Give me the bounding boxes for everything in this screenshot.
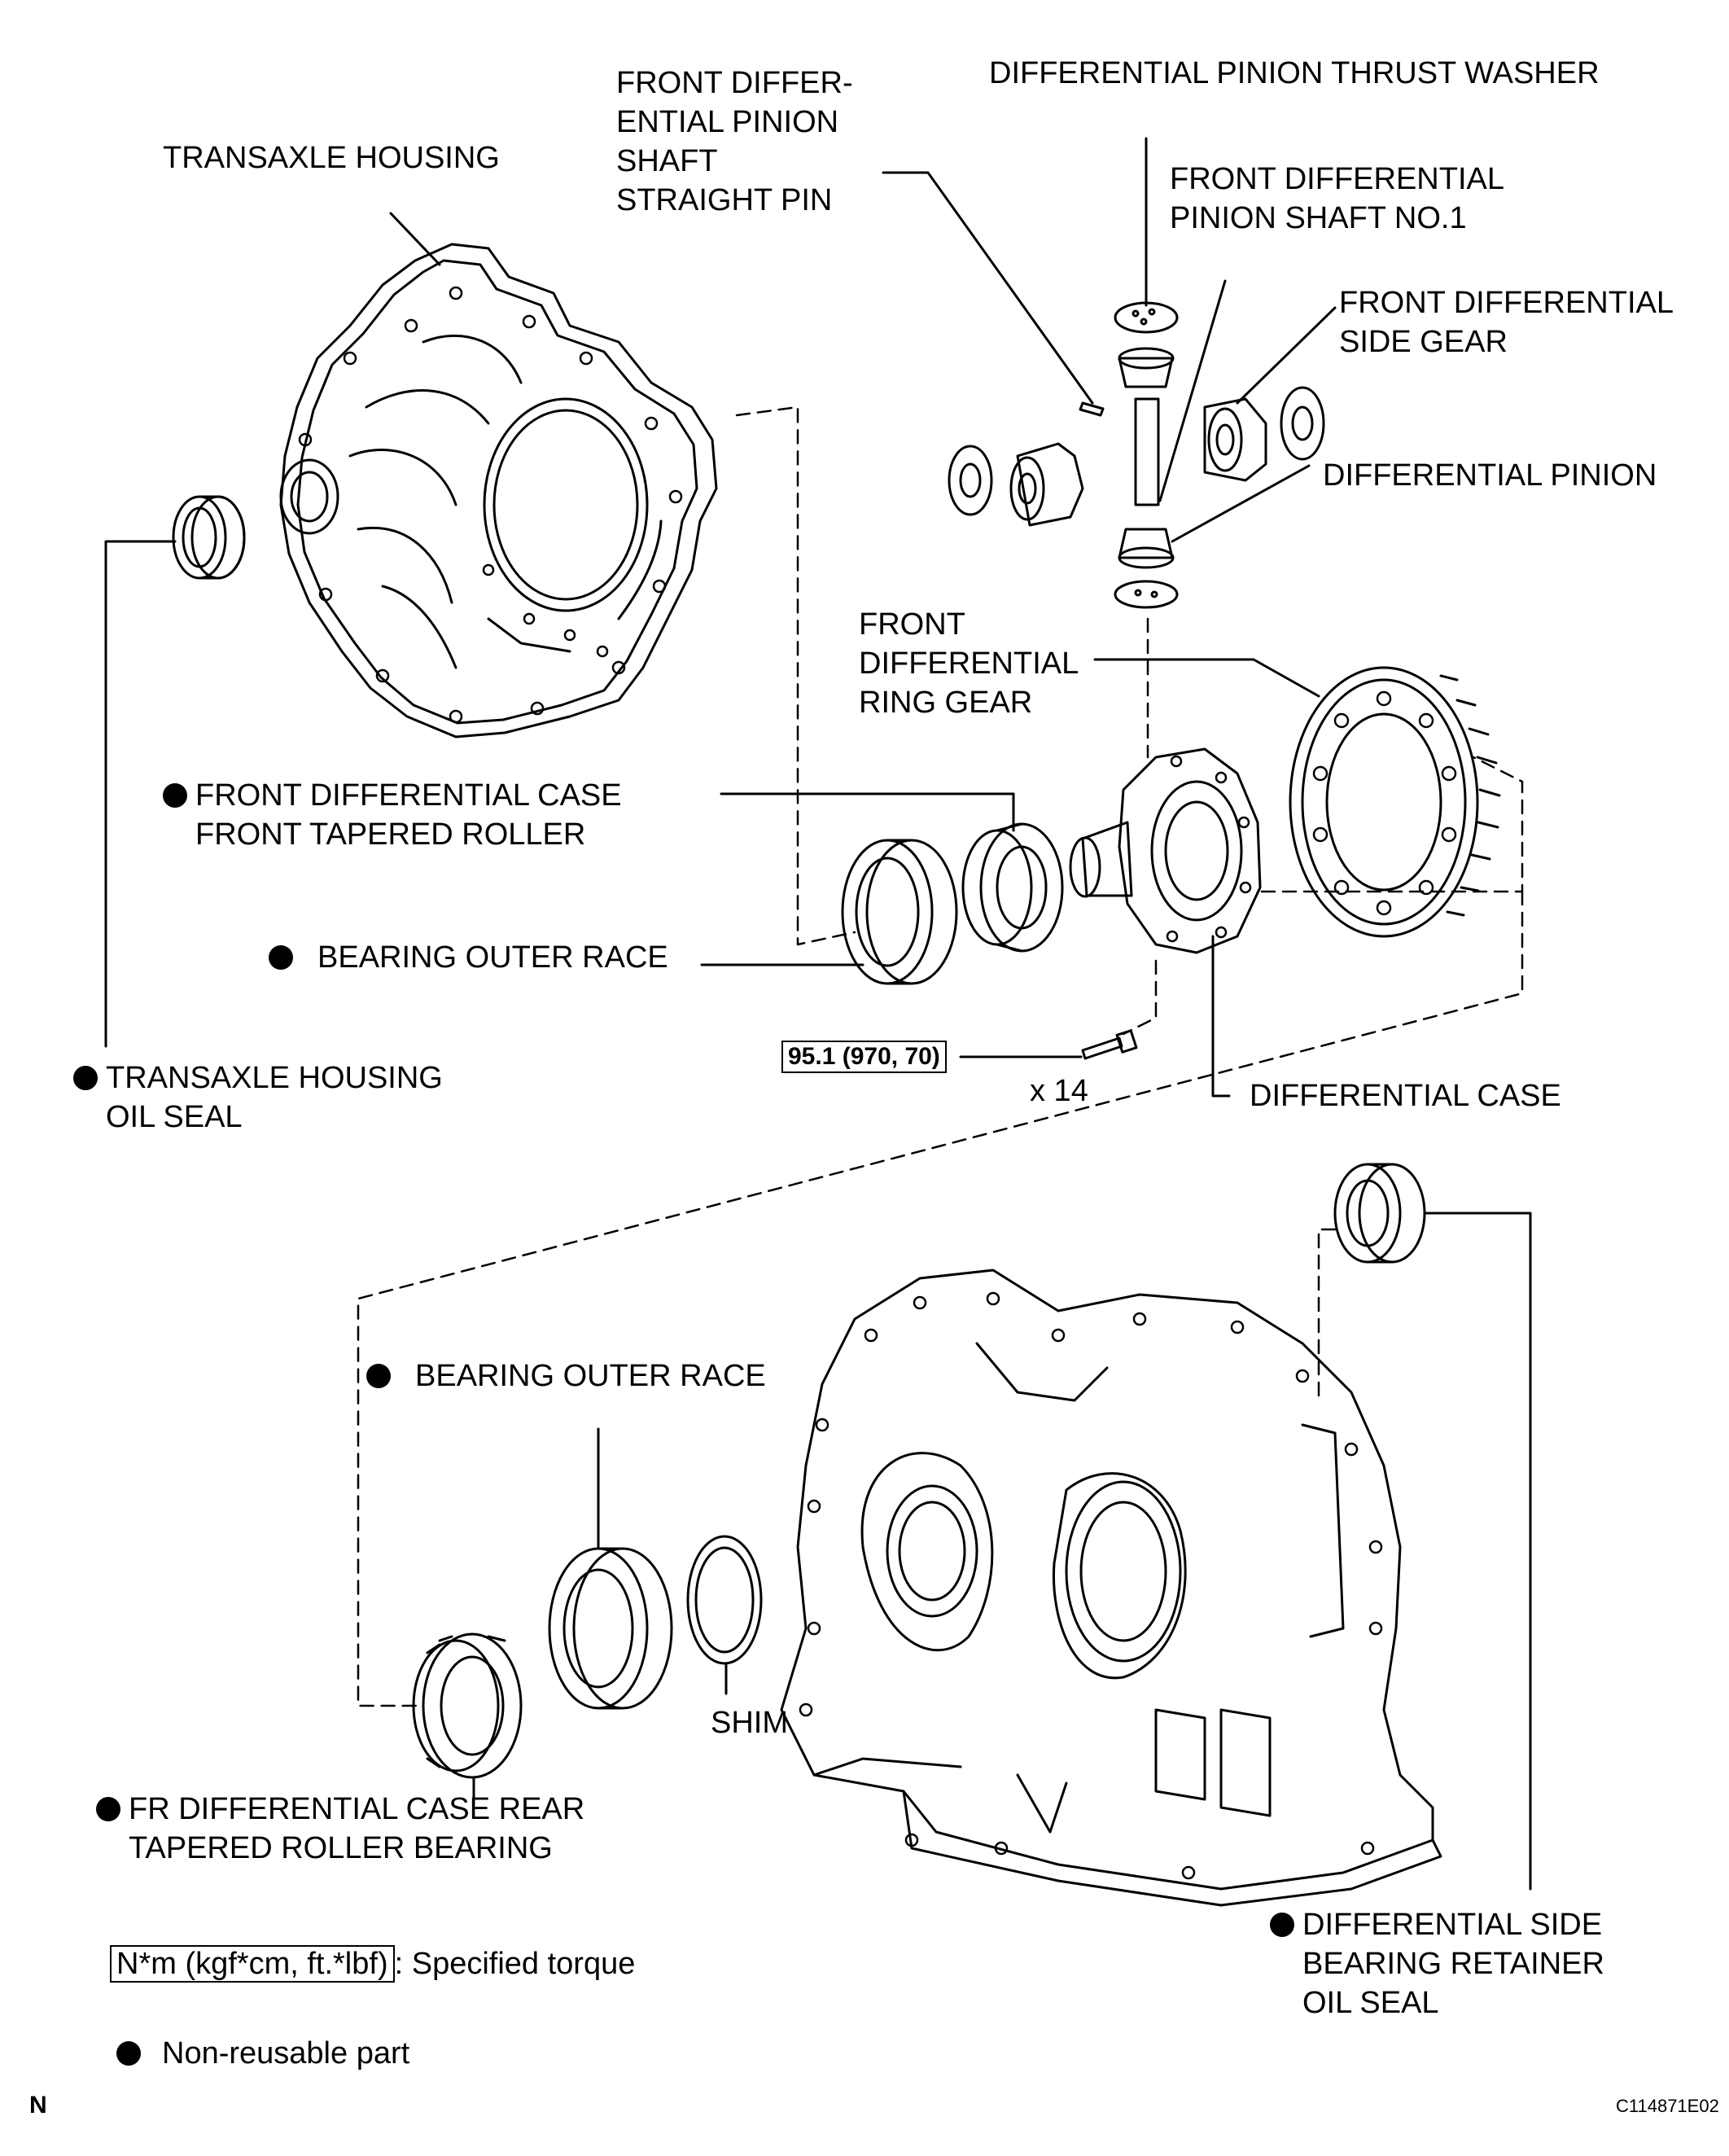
leader-retainer-oil-seal	[1425, 1212, 1532, 1891]
front-roller-drawing	[961, 822, 1064, 953]
leader-front-roller	[720, 792, 1015, 832]
label-line: FRONT DIFFER-	[616, 66, 853, 100]
label-pinion: DIFFERENTIAL PINION	[1323, 458, 1657, 493]
label-line: PINION SHAFT NO.1	[1170, 201, 1467, 235]
label-thrust-washer: DIFFERENTIAL PINION THRUST WASHER	[989, 56, 1600, 90]
label-line: DIFFERENTIAL	[859, 646, 1079, 681]
differential-case-drawing	[1069, 747, 1262, 954]
label-pinion-shaft: FRONT DIFFERENTIAL PINION SHAFT NO.1	[1170, 160, 1504, 238]
label-housing-oil-seal: TRANSAXLE HOUSING OIL SEAL	[73, 1058, 443, 1137]
transaxle-housing-drawing	[279, 243, 718, 738]
legend-nonreusable: Non-reusable part	[116, 2034, 409, 2073]
legend-torque: N*m (kgf*cm, ft.*lbf): Specified torque	[110, 1944, 635, 1983]
label-line: SIDE GEAR	[1339, 325, 1508, 359]
label-line: DIFFERENTIAL SIDE	[1270, 1905, 1604, 1944]
legend-torque-text: : Specified torque	[394, 1947, 636, 1981]
rear-outer-race-drawing	[548, 1547, 673, 1710]
label-retainer-oil-seal: DIFFERENTIAL SIDE BEARING RETAINER OIL S…	[1270, 1905, 1604, 2022]
bolt-drawing	[1081, 1029, 1138, 1060]
label-rear-roller: FR DIFFERENTIAL CASE REAR TAPERED ROLLER…	[96, 1790, 584, 1868]
front-outer-race-drawing	[841, 839, 958, 985]
label-text: FRONT DIFFERENTIAL CASE	[195, 778, 622, 813]
label-text: BEARING OUTER RACE	[317, 940, 668, 975]
label-line: OIL SEAL	[1302, 1986, 1439, 2020]
nonreusable-dot-icon	[269, 945, 293, 970]
label-ring-gear: FRONT DIFFERENTIAL RING GEAR	[859, 605, 1079, 722]
leader-differential-case	[1211, 935, 1231, 1098]
label-line: FRONT DIFFERENTIAL	[1170, 162, 1504, 196]
label-line: FRONT DIFFERENTIAL	[1339, 286, 1674, 320]
label-shim: SHIM	[711, 1706, 788, 1740]
torque-spec-box: 95.1 (970, 70)	[781, 1041, 947, 1073]
label-line: TAPERED ROLLER BEARING	[129, 1831, 553, 1865]
leader-straight-pin	[882, 171, 1094, 405]
nonreusable-dot-icon	[73, 1066, 98, 1090]
nonreusable-dot-icon	[163, 783, 187, 808]
label-rear-outer-race: BEARING OUTER RACE	[366, 1356, 766, 1396]
label-line: FRONT DIFFERENTIAL CASE	[163, 776, 622, 815]
leader-ring-gear	[1093, 658, 1320, 698]
nonreusable-dot-icon	[366, 1364, 391, 1388]
label-text: BEARING OUTER RACE	[415, 1359, 766, 1393]
corner-mark: N	[29, 2092, 47, 2119]
transaxle-case-drawing	[780, 1269, 1442, 1907]
label-transaxle-housing: TRANSAXLE HOUSING	[163, 141, 500, 175]
label-line: SHAFT	[616, 144, 718, 178]
label-line: BEARING RETAINER	[1302, 1947, 1604, 1981]
pinion-assembly-drawing	[948, 301, 1325, 609]
rear-roller-drawing	[412, 1632, 523, 1779]
label-text: DIFFERENTIAL SIDE	[1302, 1908, 1603, 1942]
label-line: FRONT	[859, 607, 965, 642]
label-bolt-count: x 14	[1030, 1074, 1088, 1108]
nonreusable-dot-icon	[96, 1797, 120, 1821]
label-side-gear: FRONT DIFFERENTIAL SIDE GEAR	[1339, 283, 1674, 362]
figure-code: C114871E02	[1616, 2096, 1719, 2116]
label-line: FRONT TAPERED ROLLER	[195, 817, 586, 852]
label-front-outer-race: BEARING OUTER RACE	[269, 938, 668, 977]
leader-transaxle-housing	[389, 212, 441, 266]
ring-gear-drawing	[1289, 666, 1501, 938]
leader-pinion-shaft	[1158, 279, 1227, 502]
nonreusable-dot-icon	[1270, 1913, 1294, 1937]
legend-nonreusable-text: Non-reusable part	[162, 2036, 410, 2071]
assembly-dashed-lines	[357, 405, 1524, 1707]
label-line: STRAIGHT PIN	[616, 183, 833, 217]
label-differential-case: DIFFERENTIAL CASE	[1250, 1079, 1561, 1113]
label-front-roller: FRONT DIFFERENTIAL CASE FRONT TAPERED RO…	[163, 776, 622, 854]
label-line: FR DIFFERENTIAL CASE REAR	[96, 1790, 584, 1829]
label-text: TRANSAXLE HOUSING	[106, 1061, 443, 1095]
label-text: FR DIFFERENTIAL CASE REAR	[129, 1792, 585, 1826]
retainer-oil-seal-drawing	[1333, 1163, 1426, 1264]
label-line: RING GEAR	[859, 686, 1033, 720]
label-line: OIL SEAL	[106, 1100, 243, 1134]
label-line: TRANSAXLE HOUSING	[73, 1058, 443, 1098]
shim-drawing	[686, 1535, 763, 1665]
nonreusable-dot-icon	[116, 2041, 141, 2066]
label-straight-pin: FRONT DIFFER- ENTIAL PINION SHAFT STRAIG…	[616, 64, 853, 220]
housing-oil-seal-drawing	[172, 495, 246, 580]
leader-housing-oil-seal	[104, 540, 177, 1048]
leader-pinion	[1171, 464, 1311, 543]
legend-torque-unit: N*m (kgf*cm, ft.*lbf)	[110, 1945, 395, 1983]
label-line: ENTIAL PINION	[616, 105, 839, 139]
leader-side-gear	[1236, 306, 1337, 405]
